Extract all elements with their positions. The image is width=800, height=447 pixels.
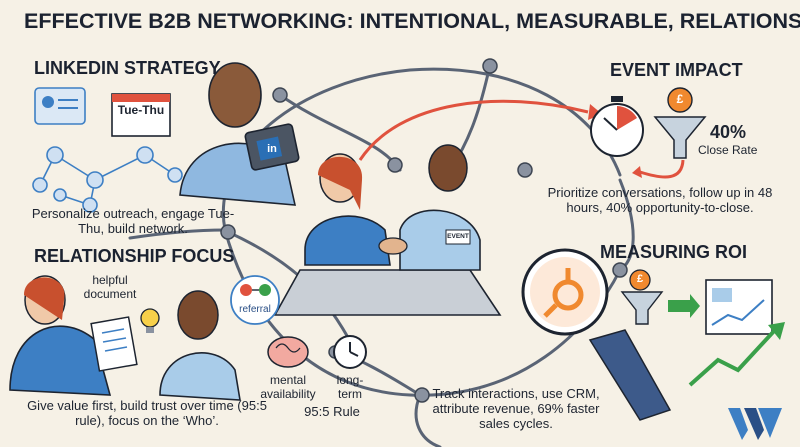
calendar-icon bbox=[111, 93, 171, 137]
roi-currency: £ bbox=[636, 273, 644, 285]
roi-heading: MEASURING ROI bbox=[600, 242, 748, 262]
roi-arrow-icon bbox=[668, 294, 700, 318]
event-body: Prioritize conversations, follow up in 4… bbox=[547, 185, 773, 215]
helpful-document-icon bbox=[90, 316, 138, 372]
profile-card-icon bbox=[34, 87, 86, 125]
close-rate-value: 40% bbox=[710, 122, 747, 142]
event-arrow bbox=[358, 99, 589, 161]
clock-icon bbox=[333, 335, 367, 369]
linkedin-network-icon bbox=[32, 146, 183, 213]
brain-icon bbox=[267, 336, 309, 368]
linkedin-heading: LINKEDIN STRATEGY bbox=[34, 58, 221, 78]
man-receiving-document bbox=[159, 290, 241, 401]
rule-label: 95:5 Rule bbox=[304, 404, 360, 419]
stopwatch-icon bbox=[590, 96, 644, 157]
growth-arrowhead bbox=[768, 322, 785, 340]
close-rate-arrowhead bbox=[632, 166, 642, 178]
roi-body: Track interactions, use CRM, attribute r… bbox=[432, 386, 600, 431]
long-term-label-line1: long- bbox=[336, 373, 364, 387]
linkedin-logo-text: in bbox=[267, 143, 277, 155]
event-arrowhead bbox=[588, 104, 602, 120]
event-heading: EVENT IMPACT bbox=[610, 60, 743, 80]
close-rate-label: Close Rate bbox=[698, 143, 758, 157]
relationship-heading: RELATIONSHIP FOCUS bbox=[34, 246, 235, 266]
funnel-icon bbox=[653, 87, 707, 159]
woman-giving-document bbox=[9, 275, 112, 396]
relationship-body: Give value first, build trust over time … bbox=[27, 398, 267, 428]
page-title: EFFECTIVE B2B NETWORKING: INTENTIONAL, M… bbox=[24, 9, 800, 33]
calendar-label: Tue-Thu bbox=[117, 103, 165, 117]
close-rate-arrow bbox=[639, 159, 685, 179]
referral-badge-icon bbox=[230, 275, 280, 325]
mental-label-line2: availability bbox=[260, 387, 316, 401]
helpful-document-label-line1: helpful bbox=[92, 273, 128, 287]
mental-label-line1: mental bbox=[269, 373, 307, 387]
dashboard-icon bbox=[705, 279, 773, 335]
magnifier-hubspot-icon bbox=[521, 248, 672, 421]
helpful-document-label-line2: document bbox=[83, 287, 137, 301]
linkedin-body: Personalize outreach, engage Tue-Thu, bu… bbox=[31, 206, 235, 236]
growth-arrow-icon bbox=[688, 328, 777, 387]
event-badge-label: EVENT bbox=[447, 233, 469, 240]
lightbulb-icon bbox=[140, 308, 160, 333]
handshake-scene bbox=[273, 144, 502, 316]
roi-funnel-icon bbox=[620, 269, 664, 325]
rope-knots bbox=[220, 58, 628, 403]
event-currency: £ bbox=[676, 92, 684, 106]
man-with-tablet bbox=[179, 62, 300, 206]
referral-label: referral bbox=[239, 304, 271, 315]
long-term-label-line2: term bbox=[338, 387, 362, 401]
brand-logo bbox=[728, 408, 782, 440]
